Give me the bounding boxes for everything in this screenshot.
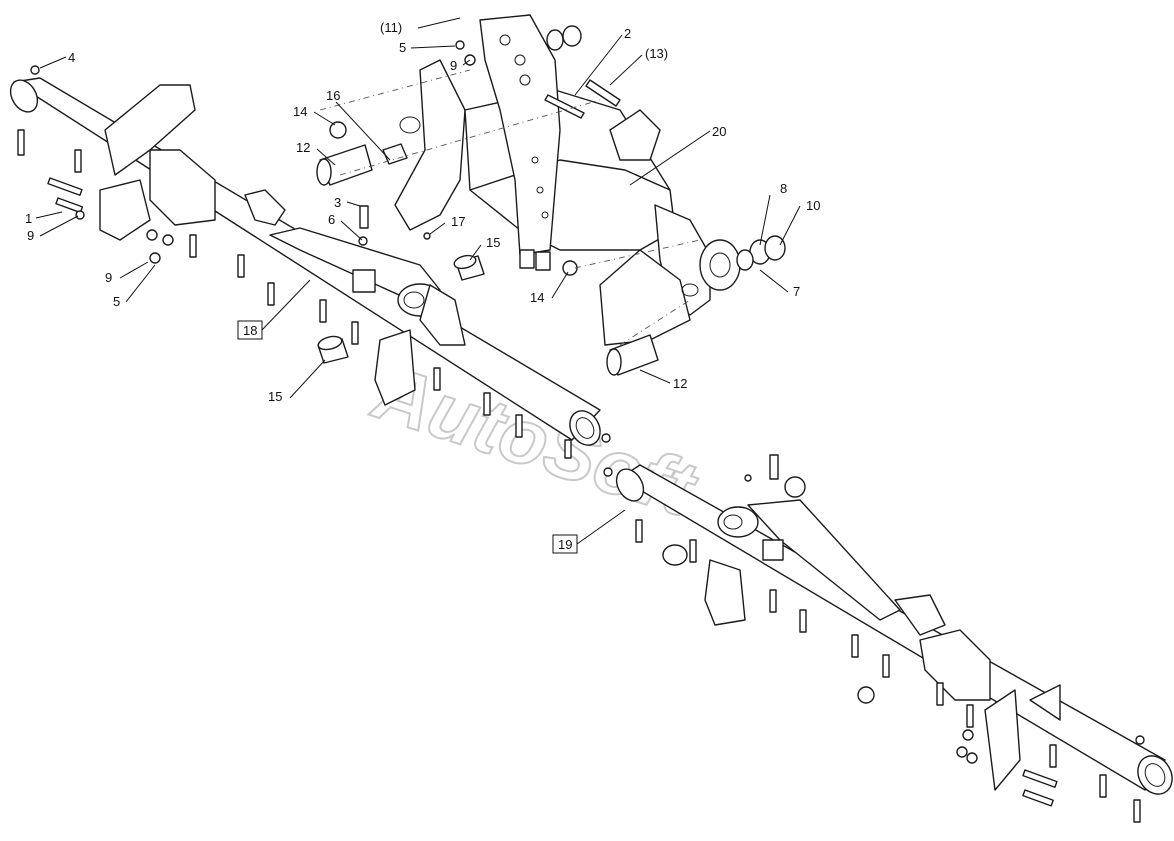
callout-15-bottom: 15 [268, 389, 282, 404]
leader-lines [35, 17, 801, 545]
callout-5-top: 5 [399, 40, 406, 55]
callout-12-bottom: 12 [673, 376, 687, 391]
callout-17: 17 [451, 214, 465, 229]
callout-8: 8 [780, 181, 787, 196]
callout-6: 6 [328, 212, 335, 227]
center-frame-assembly [316, 14, 786, 376]
label-box-19 [552, 534, 578, 554]
left-beam-assembly [9, 65, 601, 459]
callout-10: 10 [806, 198, 820, 213]
callout-9-lower: 9 [105, 270, 112, 285]
callout-13: (13) [645, 46, 668, 61]
callout-9-top: 9 [450, 58, 457, 73]
callout-7: 7 [793, 284, 800, 299]
callout-15-top: 15 [486, 235, 500, 250]
callout-14-top: 14 [293, 104, 307, 119]
right-beam-assembly [601, 433, 1173, 823]
callout-4: 4 [68, 50, 75, 65]
beam-19-label: 19 [558, 537, 572, 552]
callout-5-lower: 5 [113, 294, 120, 309]
beam-18-label: 18 [243, 323, 257, 338]
label-box-18 [237, 320, 263, 340]
callout-12-top: 12 [296, 140, 310, 155]
boxed-labels: 18 19 [237, 320, 578, 554]
callout-16: 16 [326, 88, 340, 103]
callout-11: (11) [380, 20, 402, 35]
callout-labels: (11) 5 9 2 (13) 4 16 14 12 20 8 10 3 6 1… [25, 20, 820, 404]
callout-2: 2 [624, 26, 631, 41]
callout-9-left: 9 [27, 228, 34, 243]
callout-20: 20 [712, 124, 726, 139]
callout-3: 3 [334, 195, 341, 210]
callout-1: 1 [25, 211, 32, 226]
callout-14-bottom: 14 [530, 290, 544, 305]
